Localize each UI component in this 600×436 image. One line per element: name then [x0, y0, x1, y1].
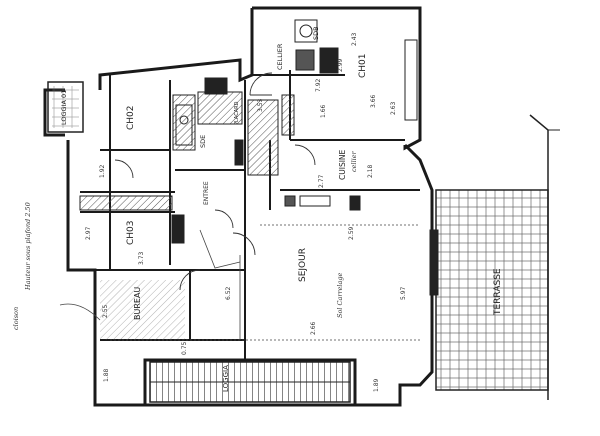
dim-0-75: 0.75	[181, 341, 188, 355]
sink-icon	[299, 24, 313, 38]
dim-7-92: 7.92	[315, 78, 322, 92]
dim-1-92: 1.92	[99, 164, 106, 178]
left-note: Hauteur sous plafond 2.50	[24, 202, 32, 291]
room-ch1: CH01	[358, 53, 368, 78]
room-labels: CH01 CH02 CH03 LOGGIA 01 LOGGIA SEJOUR C…	[60, 26, 503, 392]
room-bureau: BUREAU	[133, 287, 142, 320]
dim-3-66: 3.66	[370, 94, 377, 108]
annotations	[59, 224, 420, 341]
loggia-top	[47, 81, 84, 133]
dim-1-89: 1.89	[373, 378, 380, 392]
dim-6-52: 6.52	[225, 286, 232, 300]
dim-3-53: 3.53	[257, 98, 264, 112]
room-ch2: CH02	[126, 105, 136, 130]
cuisine-sub-note: cellier	[350, 150, 358, 172]
terrace	[435, 114, 560, 400]
dim-5-97: 5.97	[400, 286, 407, 300]
room-cuisine: CUISINE	[338, 149, 347, 180]
room-loggia-bottom: LOGGIA	[222, 365, 230, 392]
left-note-2: cloison	[12, 307, 20, 330]
loggia-bottom	[149, 361, 351, 403]
room-entree: ENTREE	[203, 181, 210, 205]
room-sejour: SEJOUR	[298, 248, 308, 282]
dimensions: 2.99 2.43 1.66 7.92 3.66 1.92 2.77 2.18 …	[85, 32, 407, 392]
dim-2-99: 2.99	[337, 58, 344, 72]
dim-2-63: 2.63	[390, 101, 397, 115]
room-ch3: CH03	[126, 220, 136, 245]
dim-2-59: 2.59	[348, 226, 355, 240]
dim-2-97: 2.97	[85, 226, 92, 240]
dim-2-55: 2.55	[102, 304, 109, 318]
interior-walls	[80, 70, 420, 360]
room-terrasse: TERRASSE	[493, 268, 503, 316]
hatched-walls	[79, 91, 295, 340]
room-cellier: CELLIER	[276, 43, 284, 70]
room-sdb: SDB	[312, 26, 320, 40]
dim-2-66: 2.66	[310, 321, 317, 335]
fixtures	[171, 19, 439, 296]
door-swings	[114, 72, 316, 291]
dim-1-88: 1.88	[103, 368, 110, 382]
dim-1-66: 1.66	[320, 104, 327, 118]
sejour-note: Sol Carrelage	[336, 272, 344, 318]
dim-3-73: 3.73	[138, 251, 145, 265]
room-placard: PLACARD	[234, 101, 240, 125]
dim-2-77: 2.77	[318, 174, 325, 188]
room-loggia-top: LOGGIA 01	[60, 90, 68, 125]
dim-2-43: 2.43	[351, 32, 358, 46]
dim-2-18: 2.18	[367, 164, 374, 178]
handwritten-notes: cellier Sol Carrelage Hauteur sous plafo…	[12, 150, 358, 330]
room-sde: SDE	[199, 135, 207, 148]
